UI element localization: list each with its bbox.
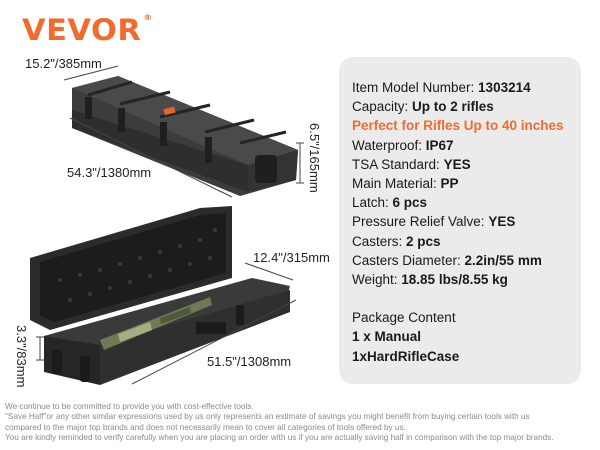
- product-illustrations: [30, 65, 304, 385]
- logo-text: VEVOR: [22, 13, 142, 47]
- package-item: 1xHardRifleCase: [352, 348, 460, 364]
- spec-casters: Casters: 2 pcs: [352, 233, 441, 249]
- closed-case-length-label: 54.3"/1380mm: [67, 165, 152, 180]
- spec-highlight-rifle-length: Perfect for Rifles Up to 40 inches: [352, 118, 564, 134]
- closed-rifle-case-icon: [72, 76, 298, 196]
- package-item: 1 x Manual: [352, 329, 422, 345]
- closed-case-height-label: 6.5"/165mm: [307, 123, 322, 193]
- spec-main-material: Main Material: PP: [352, 176, 459, 192]
- spec-waterproof: Waterproof: IP67: [352, 137, 454, 153]
- package-content-heading: Package Content: [352, 310, 456, 326]
- spec-casters-diameter: Casters Diameter: 2.2in/55 mm: [352, 252, 542, 268]
- spec-tsa-standard: TSA Standard: YES: [352, 156, 471, 172]
- disclaimer-footer: We continue to be committed to provide y…: [5, 402, 600, 444]
- open-case-height-label: 3.3"/83mm: [14, 325, 29, 388]
- spec-model-number: Item Model Number: 1303214: [352, 80, 531, 95]
- open-case-width-label: 12.4"/315mm: [253, 250, 330, 265]
- open-rifle-case-icon: [30, 206, 290, 385]
- spec-latch: Latch: 6 pcs: [352, 195, 428, 211]
- spec-pressure-relief-valve: Pressure Relief Valve: YES: [352, 214, 516, 230]
- disclaimer-line: You are kindly reminded to verify carefu…: [5, 433, 554, 443]
- spec-capacity: Capacity: Up to 2 rifles: [352, 99, 494, 115]
- specifications-panel: Item Model Number: 1303214 Capacity: Up …: [339, 57, 581, 384]
- vevor-logo: VEVOR®: [22, 13, 153, 47]
- disclaimer-line: compared to the major top brands and doe…: [5, 422, 406, 432]
- disclaimer-line: We continue to be committed to provide y…: [5, 402, 254, 411]
- spec-weight: Weight: 18.85 lbs/8.55 kg: [352, 272, 508, 288]
- closed-case-width-label: 15.2"/385mm: [25, 56, 102, 71]
- registered-mark: ®: [143, 13, 153, 22]
- spacer: [352, 289, 581, 308]
- open-case-length-label: 51.5"/1308mm: [207, 354, 292, 369]
- disclaimer-line: "Save Half"or any other similar expressi…: [5, 412, 530, 422]
